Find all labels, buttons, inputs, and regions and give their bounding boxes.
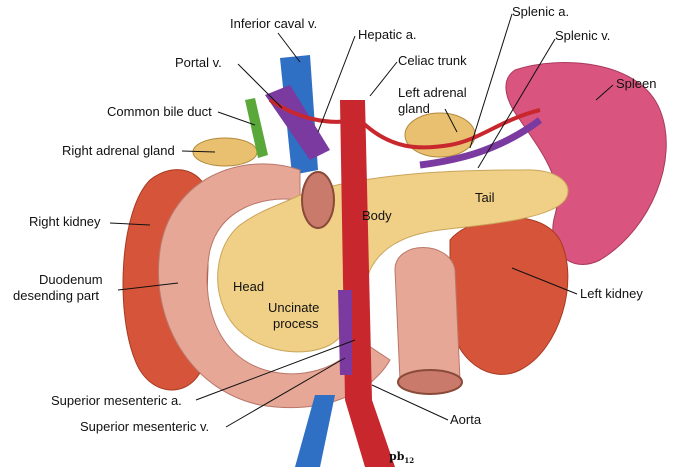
label-uncinate-line1: Uncinate: [268, 300, 320, 315]
duodenum-cut-end: [301, 171, 335, 229]
label-splenic-v: Splenic v.: [555, 28, 611, 43]
left-adrenal-gland: [404, 112, 476, 158]
label-right-adrenal-gland: Right adrenal gland: [62, 143, 175, 158]
label-spleen: Spleen: [616, 76, 657, 91]
jejunum: [394, 247, 461, 381]
artist-signature: pb12: [389, 450, 415, 466]
label-superior-mesenteric-a: Superior mesenteric a.: [51, 393, 182, 408]
label-celiac-trunk: Celiac trunk: [398, 53, 467, 68]
label-portal-v: Portal v.: [175, 55, 222, 70]
label-common-bile-duct: Common bile duct: [107, 104, 212, 119]
label-left-adrenal-gland-line2: gland: [398, 101, 430, 116]
label-right-kidney: Right kidney: [29, 214, 101, 229]
label-inferior-caval-v: Inferior caval v.: [230, 16, 318, 31]
jejunum-cut-end: [397, 369, 463, 395]
label-duodenum-line2: desending part: [13, 288, 100, 303]
label-tail: Tail: [475, 190, 495, 205]
label-left-adrenal-gland-line1: Left adrenal: [398, 85, 467, 100]
label-body: Body: [362, 208, 392, 223]
label-superior-mesenteric-v: Superior mesenteric v.: [80, 419, 210, 434]
label-left-kidney: Left kidney: [580, 286, 643, 301]
aorta-lower: [345, 400, 395, 467]
label-duodenum-line1: Duodenum: [39, 272, 103, 287]
label-uncinate-line2: process: [273, 316, 319, 331]
label-aorta: Aorta: [450, 412, 482, 427]
right-adrenal-gland: [192, 137, 258, 167]
label-hepatic-a: Hepatic a.: [358, 27, 417, 42]
left-kidney: [449, 217, 569, 375]
superior-mesenteric-vein: [338, 290, 352, 375]
label-splenic-a: Splenic a.: [512, 4, 570, 19]
label-head: Head: [233, 279, 265, 294]
